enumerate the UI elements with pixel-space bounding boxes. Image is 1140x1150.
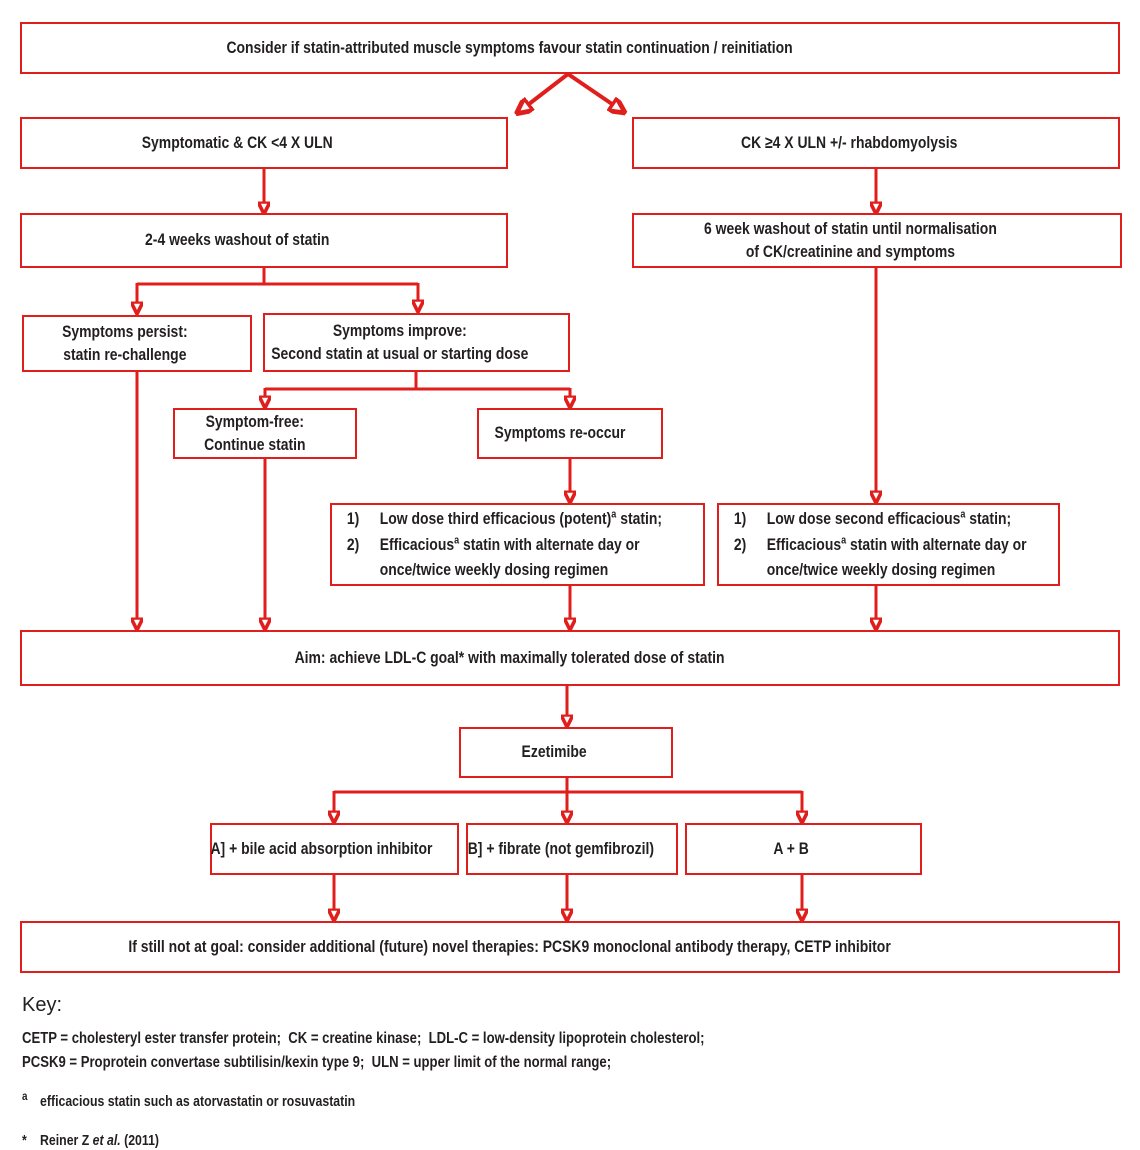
list-item-2: 2) Efficaciousa statin with alternate da… (729, 532, 1048, 583)
line-1: Symptom-free: (205, 411, 305, 431)
list-item-number: 2) (346, 534, 360, 554)
node-final-therapies: If still not at goal: consider additiona… (20, 921, 1120, 973)
node-option-b-label: B] + fibrate (not gemfibrozil) (467, 838, 654, 858)
node-symptoms-reoccur-label: Symptoms re-occur (494, 423, 626, 443)
footnote-marker-a: a (841, 534, 847, 547)
node-option-ab: A + B (685, 823, 922, 875)
third-statin-list: 1) Low dose third efficacious (potent)a … (342, 506, 693, 583)
node-symptoms-improve-label: Symptoms improve: Second statin at usual… (248, 320, 551, 366)
line-2: statin re-challenge (62, 344, 187, 364)
connector-ezetimibe-split (334, 778, 802, 794)
list-item-1: 1) Low dose third efficacious (potent)a … (342, 506, 693, 532)
line-1: 6 week washout of statin until normalisa… (703, 218, 997, 238)
node-symptomatic-ck-label: Symptomatic & CK <4 X ULN (141, 132, 333, 152)
node-washout-2-4-weeks: 2-4 weeks washout of statin (20, 213, 508, 268)
footnote-star-text: Reiner Z et al. (2011) (40, 1132, 160, 1149)
node-aim-label: Aim: achieve LDL-C goal* with maximally … (294, 647, 725, 667)
node-aim: Aim: achieve LDL-C goal* with maximally … (20, 630, 1120, 686)
node-symptoms-persist-label: Symptoms persist: statin re-challenge (12, 321, 238, 367)
connector-improve-split (265, 372, 570, 391)
footnote-star-marker: * (22, 1132, 27, 1149)
connector-washout24-split (137, 268, 418, 286)
footnote-a-marker: a (22, 1089, 28, 1103)
node-final-therapies-label: If still not at goal: consider additiona… (128, 936, 891, 956)
list-item-number: 1) (733, 509, 747, 529)
node-symptoms-persist: Symptoms persist: statin re-challenge (22, 315, 252, 372)
list-item-text: Efficaciousa statin with alternate day o… (379, 534, 640, 580)
line-2: of CK/creatinine and symptoms (745, 241, 955, 261)
key-line-1: CETP = cholesteryl ester transfer protei… (22, 1030, 705, 1047)
node-option-a-label: A] + bile acid absorption inhibitor (210, 838, 432, 858)
node-symptoms-reoccur: Symptoms re-occur (477, 408, 663, 459)
line-1: Symptoms improve: (332, 320, 467, 340)
node-symptoms-improve: Symptoms improve: Second statin at usual… (263, 313, 570, 372)
list-item-number: 1) (346, 509, 360, 529)
footnote-star: * Reiner Z et al. (2011) (22, 1132, 1082, 1149)
line-2: Continue statin (204, 434, 306, 454)
list-item-number: 2) (733, 534, 747, 554)
figure-key: Key: CETP = cholesteryl ester transfer p… (22, 994, 1082, 1149)
node-symptom-free-label: Symptom-free: Continue statin (165, 411, 345, 457)
node-option-a: A] + bile acid absorption inhibitor (210, 823, 459, 875)
node-consider: Consider if statin-attributed muscle sym… (20, 22, 1120, 74)
line-2: Second statin at usual or starting dose (271, 343, 529, 363)
node-ck-uln: CK ≥4 X ULN +/- rhabdomyolysis (632, 117, 1120, 169)
second-statin-list: 1) Low dose second efficaciousa statin; … (729, 506, 1048, 583)
node-option-b: B] + fibrate (not gemfibrozil) (466, 823, 678, 875)
footnote-marker-a: a (611, 508, 617, 521)
key-line-2: PCSK9 = Proprotein convertase subtilisin… (22, 1054, 612, 1071)
footnote-marker-a: a (454, 534, 460, 547)
node-washout-2-4-weeks-label: 2-4 weeks washout of statin (145, 230, 330, 250)
connector-consider-to-ck4 (566, 72, 612, 104)
footnote-a-text: efficacious statin such as atorvastatin … (40, 1093, 356, 1110)
node-third-statin-options: 1) Low dose third efficacious (potent)a … (330, 503, 705, 586)
node-ezetimibe: Ezetimibe (459, 727, 673, 778)
node-consider-label: Consider if statin-attributed muscle sym… (226, 37, 793, 57)
list-item-text: Low dose third efficacious (potent)a sta… (379, 508, 663, 529)
node-washout-6-weeks: 6 week washout of statin until normalisa… (632, 213, 1122, 268)
node-symptomatic-ck: Symptomatic & CK <4 X ULN (20, 117, 508, 169)
line-1: Symptoms persist: (61, 321, 188, 341)
list-item-text: Low dose second efficaciousa statin; (766, 508, 1012, 529)
footnote-marker-a: a (960, 508, 966, 521)
node-second-statin-options: 1) Low dose second efficaciousa statin; … (717, 503, 1060, 586)
list-item-text: Efficaciousa statin with alternate day o… (766, 534, 1027, 580)
list-item-1: 1) Low dose second efficaciousa statin; (729, 506, 1048, 532)
connector-consider-to-symptomatic (529, 72, 570, 104)
footnote-a: a efficacious statin such as atorvastati… (22, 1089, 1082, 1110)
node-ck-uln-label: CK ≥4 X ULN +/- rhabdomyolysis (741, 132, 958, 152)
key-heading: Key: (22, 994, 63, 1016)
node-option-ab-label: A + B (772, 838, 809, 858)
node-symptom-free: Symptom-free: Continue statin (173, 408, 357, 459)
node-ezetimibe-label: Ezetimibe (521, 742, 587, 762)
list-item-2: 2) Efficaciousa statin with alternate da… (342, 532, 693, 583)
node-washout-6-weeks-label: 6 week washout of statin until normalisa… (607, 218, 1093, 264)
